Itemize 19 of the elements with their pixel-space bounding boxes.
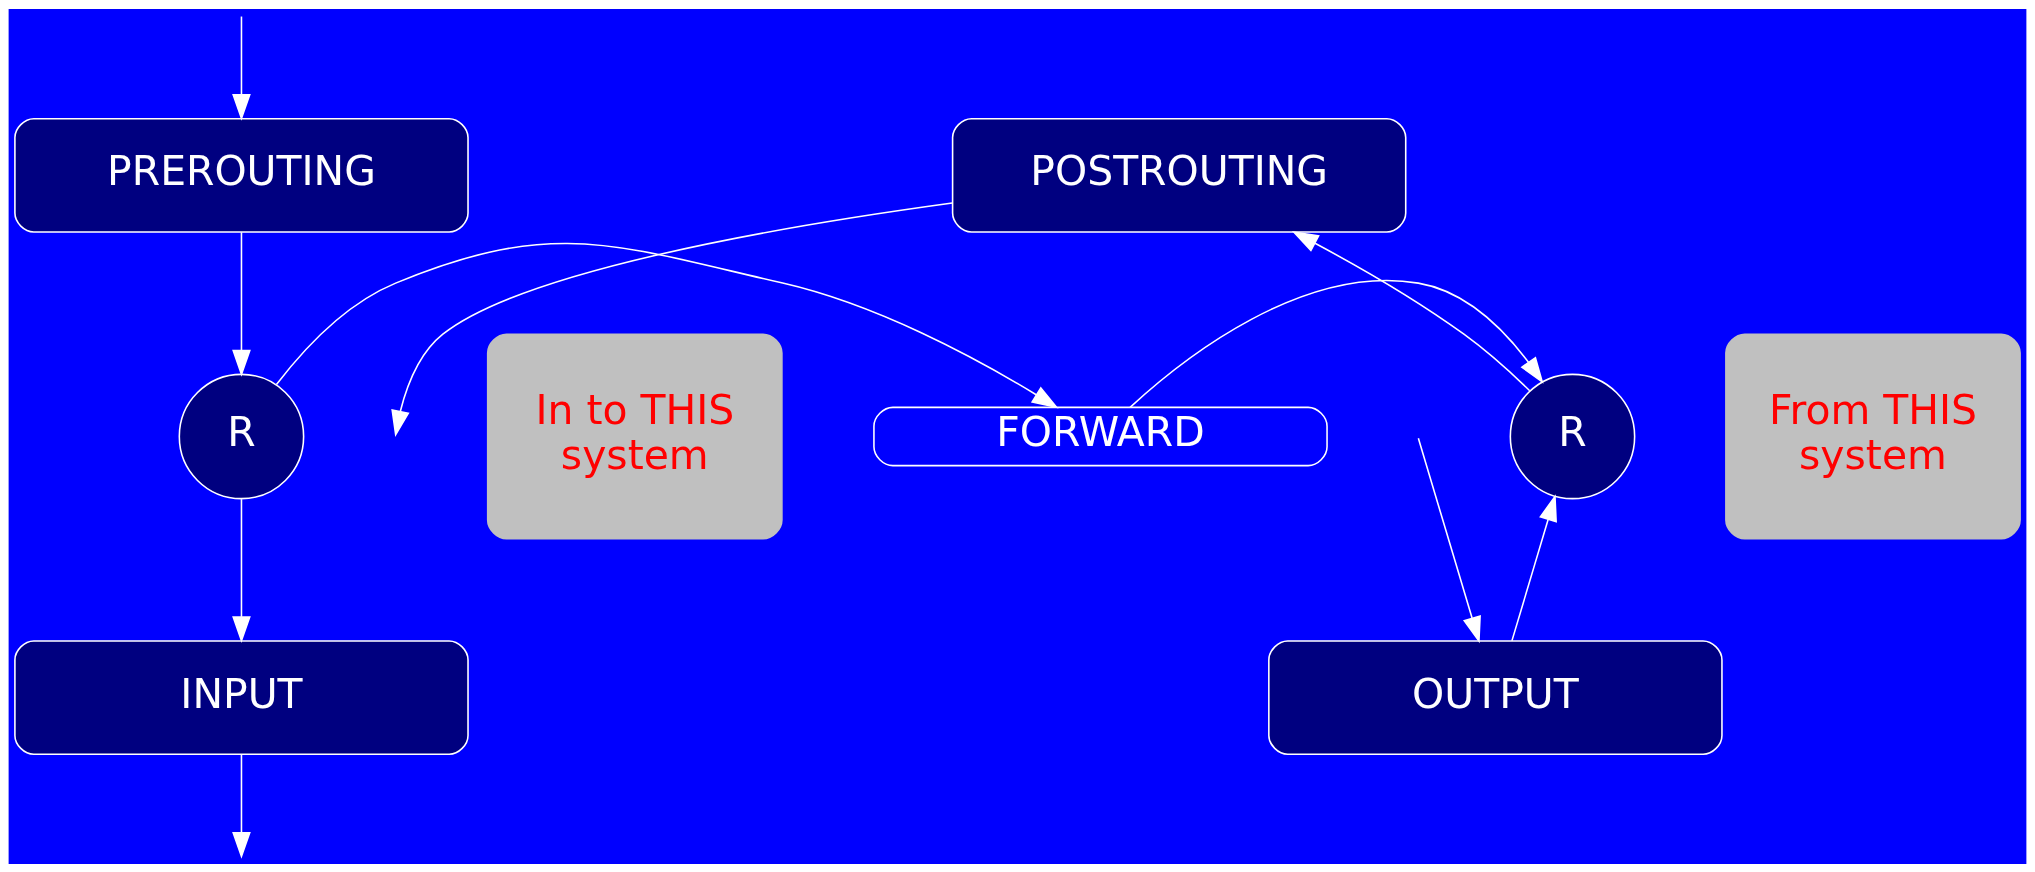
node-circle: R <box>1509 373 1636 499</box>
arrow <box>232 753 251 859</box>
arrow <box>391 201 954 437</box>
node-box: INPUT <box>14 639 469 755</box>
node-box: In to THIS system <box>486 332 783 540</box>
arrow <box>232 497 251 643</box>
node-box: PREROUTING <box>14 117 469 233</box>
node-box: POSTROUTING <box>951 117 1407 233</box>
arrow <box>232 230 251 377</box>
node-box: OUTPUT <box>1268 639 1723 755</box>
arrow <box>1129 279 1544 408</box>
arrow <box>275 242 1059 409</box>
arrow <box>1511 493 1557 642</box>
arrow <box>1291 230 1531 391</box>
node-circle: R <box>178 373 305 499</box>
node-box: FORWARD <box>873 406 1328 466</box>
arrow <box>232 15 251 121</box>
arrow <box>1417 436 1481 643</box>
node-box: From THIS system <box>1725 332 2021 540</box>
